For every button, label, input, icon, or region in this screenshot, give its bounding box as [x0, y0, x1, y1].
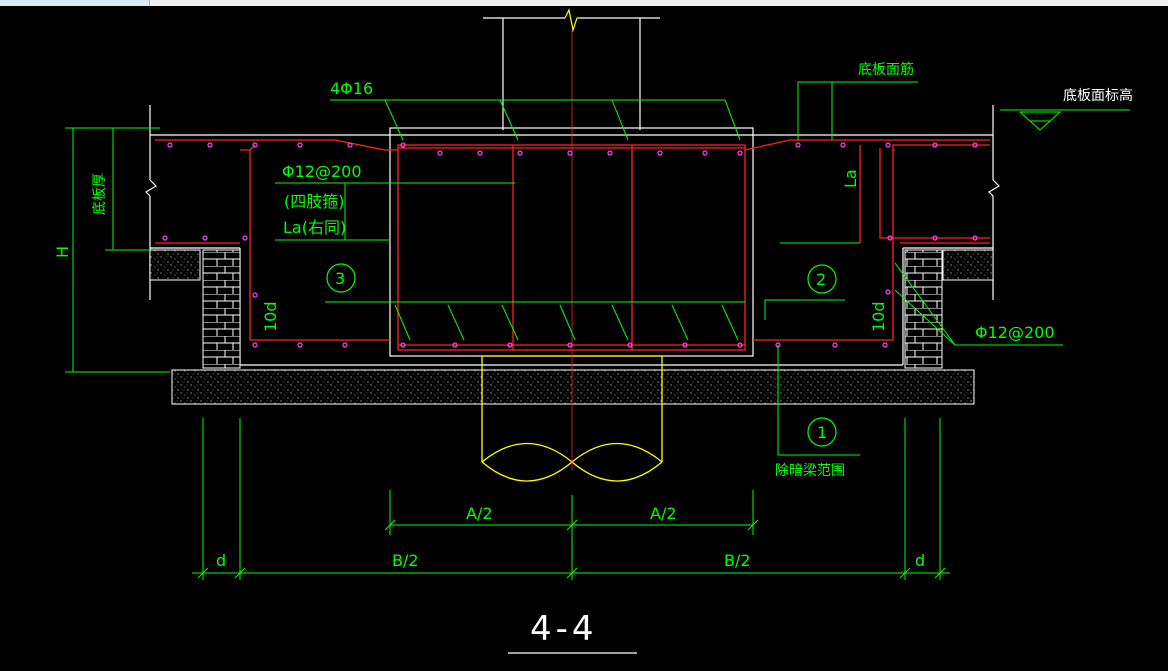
label-stirrup: Φ12@200 [282, 162, 362, 181]
dim-b-left: B/2 [392, 551, 419, 570]
label-stirrup-note: (四肢箍) [284, 192, 345, 211]
label-except-area: 除暗梁范围 [775, 462, 845, 479]
callout-1 [807, 417, 837, 447]
label-ten-d-left: 10d [261, 301, 280, 332]
section-title: 4-4 [530, 609, 598, 649]
gravel-left-upper [149, 249, 201, 281]
dim-b-right: B/2 [724, 551, 751, 570]
window-tab[interactable] [0, 0, 150, 6]
callout-3 [326, 263, 356, 293]
window-top-bar [0, 0, 1168, 6]
rebar-dots [162, 142, 978, 348]
label-height: H [53, 246, 72, 258]
brick-wall-left [202, 249, 241, 369]
label-ten-d-right: 10d [869, 301, 888, 332]
dim-a-left: A/2 [466, 504, 493, 523]
callout-3-text: 3 [335, 269, 345, 288]
label-bottom-elevation: 底板面标高 [1063, 87, 1133, 104]
callout-2-text: 2 [816, 270, 826, 289]
gravel-bed [171, 369, 975, 405]
label-right-bars: Φ12@200 [975, 323, 1055, 342]
brick-wall-right [904, 249, 943, 369]
dim-d-left: d [216, 551, 226, 570]
dim-a-right: A/2 [650, 504, 677, 523]
callout-circles [326, 263, 837, 447]
column-above [483, 8, 660, 130]
label-la-same: La(右同) [283, 218, 346, 237]
label-bottom-face-bars: 底板面筋 [858, 61, 914, 78]
label-top-bars: 4Φ16 [330, 79, 373, 98]
callout-2 [807, 264, 837, 294]
leader-lines [65, 81, 1130, 580]
callout-1-text: 1 [817, 423, 827, 442]
label-slab-thickness: 底板厚 [92, 173, 108, 215]
gravel-right-upper [942, 249, 994, 281]
dim-d-right: d [915, 551, 925, 570]
label-la: La [841, 169, 860, 188]
